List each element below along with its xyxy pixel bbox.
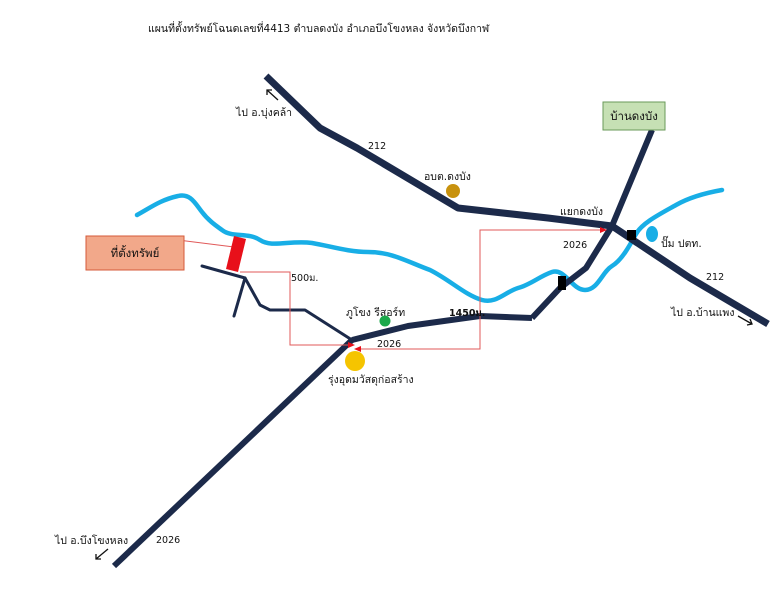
road-212-label-north: 212 (368, 141, 386, 152)
road-2026-southwest (111, 337, 355, 569)
road-212-east (610, 223, 770, 328)
store-label: รุ่งอุดมวัสดุก่อสร้าง (328, 374, 414, 386)
road-2026-label-junction: 2026 (563, 240, 587, 251)
road-212-north (263, 73, 613, 230)
village-box (602, 101, 666, 131)
junction-marker (627, 230, 636, 240)
map-title: แผนที่ตั้งทรัพย์โฉนดเลขที่4413 ตำบลดงบัง… (148, 21, 490, 35)
pump-label: ปั๊ม ปตท. (661, 235, 702, 250)
road-2026 (351, 313, 533, 343)
route-arrow-2 (354, 346, 361, 352)
resort-label: ภูโขง รีสอร์ท (346, 306, 405, 319)
store-marker (345, 351, 365, 371)
junction-label: แยกดงบัง (560, 206, 603, 218)
property-label: ที่ตั้งทรัพย์ (111, 245, 160, 260)
property-marker (226, 236, 246, 272)
direction-bueng-khong-long: ไป อ.บึงโขงหลง (54, 534, 128, 547)
sao-label: อบต.ดงบัง (424, 171, 471, 183)
road-2026-label-south: 2026 (156, 535, 180, 546)
road-2026-label-center: 2026 (377, 339, 401, 350)
local-roads (200, 264, 354, 342)
river (134, 187, 725, 304)
pump-marker (646, 226, 658, 242)
direction-arrows (95, 89, 753, 560)
route-lines (177, 229, 603, 350)
sao-marker (446, 184, 460, 198)
direction-bung-khla: ไป อ.บุ่งคล้า (235, 106, 292, 119)
road-212-label-east: 212 (706, 272, 724, 283)
bridge-marker (558, 276, 566, 290)
route-arrow-3 (600, 227, 607, 233)
road-to-ban-dongbang (529, 128, 655, 321)
resort-marker (379, 315, 391, 327)
property-box (85, 235, 185, 271)
direction-ban-phaeng: ไป อ.บ้านแพง (670, 306, 734, 319)
distance-500: 500ม. (291, 273, 318, 284)
route-arrow-1 (348, 342, 355, 348)
distance-1450: 1450ม. (449, 308, 485, 319)
village-label: บ้านดงบัง (610, 109, 658, 123)
